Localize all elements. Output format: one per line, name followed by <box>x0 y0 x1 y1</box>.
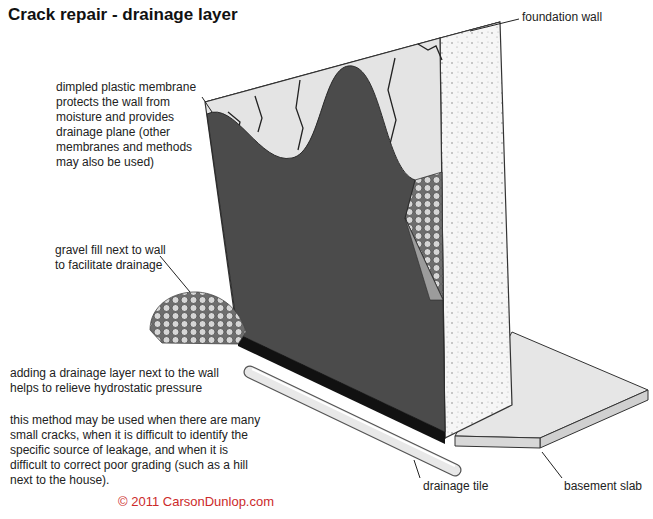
leader-lines <box>160 19 562 478</box>
part-label: basement slab <box>564 479 650 494</box>
wall-section <box>440 22 512 438</box>
callout-note: dimpled plastic membrane protects the wa… <box>56 80 198 170</box>
drainage-tile-pipe <box>250 369 455 470</box>
explanatory-note: this method may be used when there are m… <box>10 413 265 488</box>
watermark: © 2011 CarsonDunlop.com <box>118 494 318 509</box>
membrane-flap <box>405 218 443 300</box>
gravel-pile <box>150 292 246 344</box>
callout-note: gravel fill next to wall to facilitate d… <box>55 243 173 273</box>
diagram-title: Crack repair - drainage layer <box>8 4 428 25</box>
part-label: drainage tile <box>423 479 513 494</box>
explanatory-note: adding a drainage layer next to the wall… <box>10 366 242 396</box>
part-label: foundation wall <box>522 10 632 25</box>
drainage-band <box>238 334 445 444</box>
